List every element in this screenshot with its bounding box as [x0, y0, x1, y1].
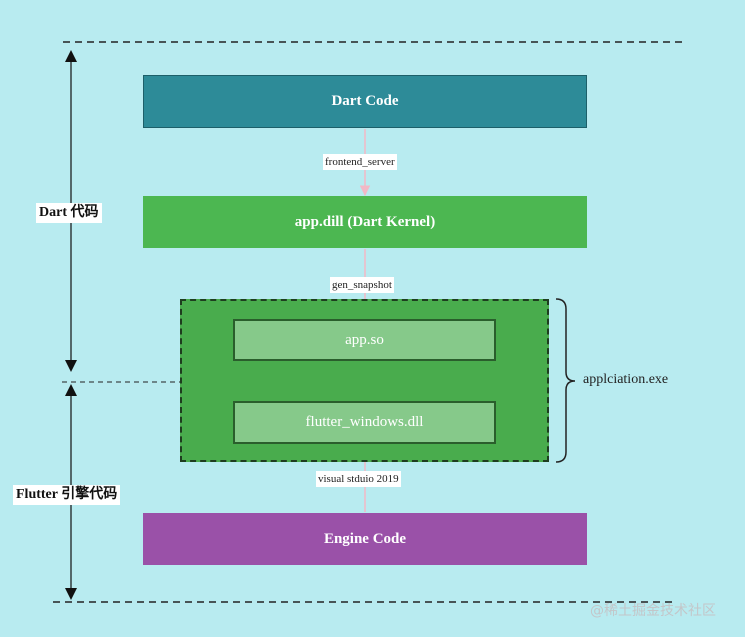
app-dill-label: app.dill (Dart Kernel)	[294, 213, 436, 230]
app-so-node: app.so	[233, 319, 496, 361]
app-dill-node: app.dill (Dart Kernel)	[143, 196, 587, 248]
visual-studio-edge-label: visual stduio 2019	[316, 471, 401, 487]
dart-section-label: Dart 代码	[36, 203, 102, 223]
application-exe-label: applciation.exe	[583, 372, 669, 387]
watermark-text: @稀土掘金技术社区	[590, 603, 716, 619]
flutter-windows-dll-node: flutter_windows.dll	[233, 401, 496, 444]
engine-code-label: Engine Code	[323, 530, 407, 547]
flutter-section-label: Flutter 引擎代码	[13, 485, 121, 505]
frontend-server-edge-label: frontend_server	[323, 154, 397, 170]
app-so-label: app.so	[345, 331, 384, 348]
dart-code-node: Dart Code	[143, 75, 587, 128]
dart-code-label: Dart Code	[331, 93, 399, 109]
gen-snapshot-edge-label: gen_snapshot	[330, 277, 394, 293]
engine-code-node: Engine Code	[143, 513, 587, 565]
flutter-windows-dll-label: flutter_windows.dll	[305, 414, 424, 430]
exe-curly-brace	[555, 298, 576, 463]
